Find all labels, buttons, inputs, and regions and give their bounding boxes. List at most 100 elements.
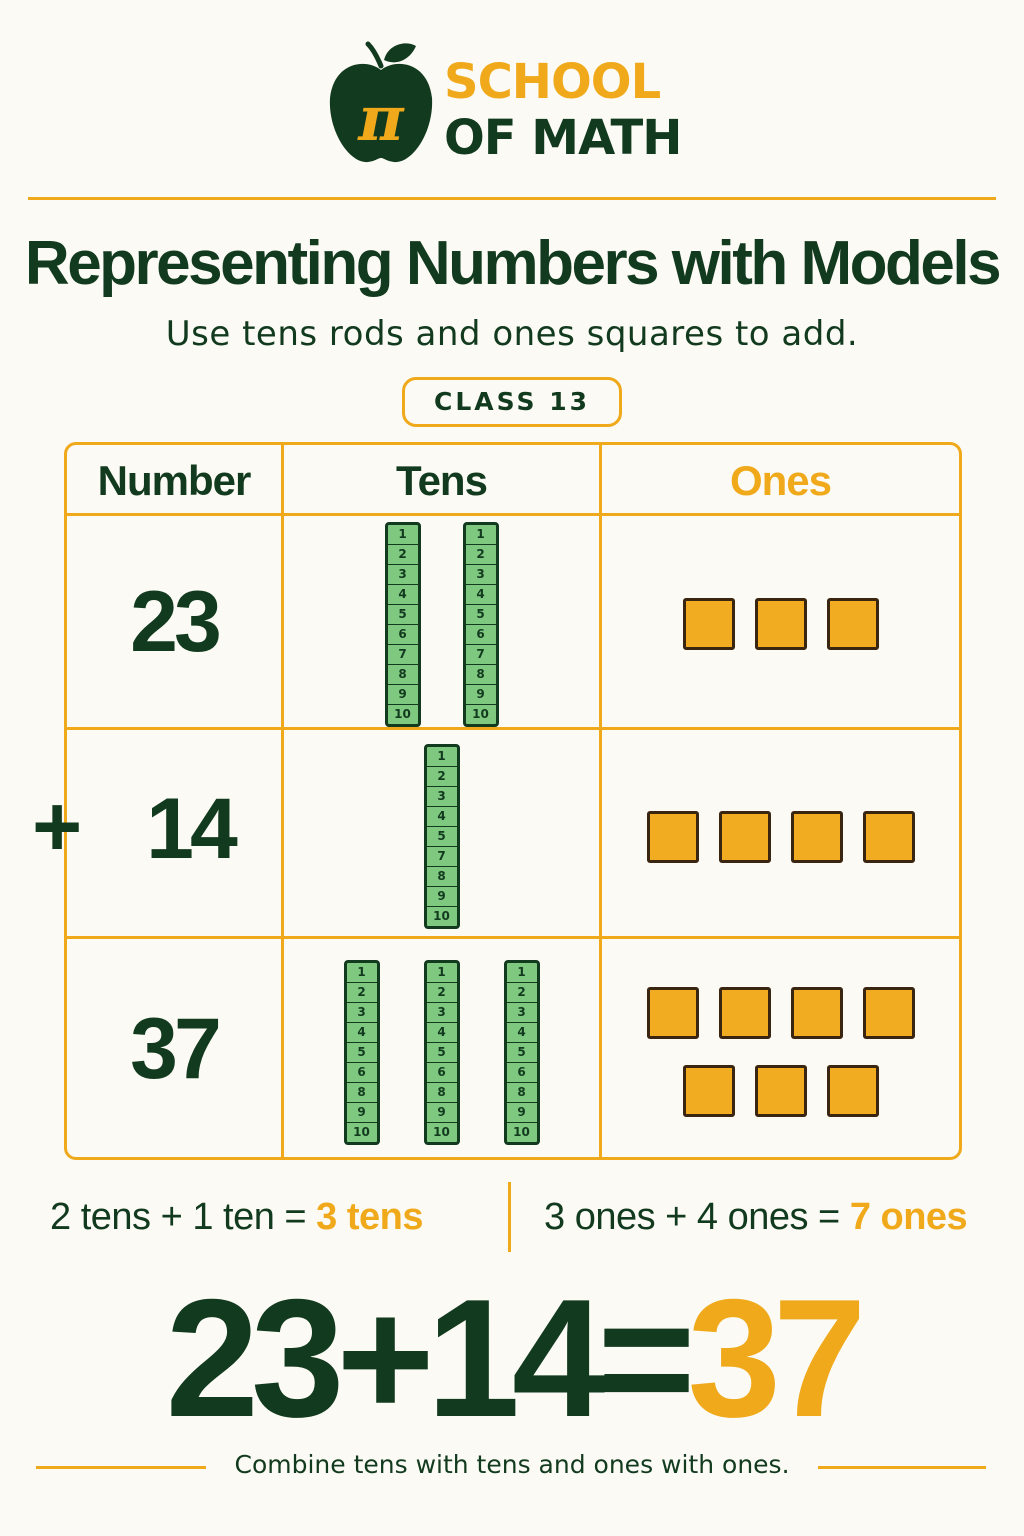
rod-segment: 2 <box>387 545 418 565</box>
equation-plus: + <box>336 1264 434 1452</box>
rod-segment: 5 <box>506 1043 537 1063</box>
ones-square <box>718 810 771 863</box>
ones-square <box>682 598 735 650</box>
logo: π SCHOOL OF MATH <box>326 36 706 166</box>
rod-segment: 1 <box>387 525 418 545</box>
rod-segment: 5 <box>426 1043 457 1063</box>
rod-segment: 4 <box>387 585 418 605</box>
ones-square <box>826 1065 879 1117</box>
brand-name-line1: SCHOOL <box>444 54 661 110</box>
ones-summary-result: 7 ones <box>849 1196 968 1238</box>
tens-summary: 2 tens + 1 ten = 3 tens <box>50 1196 423 1239</box>
ones-square <box>646 987 699 1039</box>
class-badge: CLASS 13 <box>402 377 622 427</box>
tens-summary-text: 2 tens + 1 ten = <box>50 1196 317 1238</box>
rod-segment: 2 <box>426 983 457 1003</box>
ones-square <box>862 987 915 1039</box>
page-title: Representing Numbers with Models <box>24 229 1002 298</box>
rod-segment: 1 <box>465 525 496 545</box>
equation-middle: 14 <box>426 1264 606 1452</box>
rod-segment: 10 <box>433 909 450 924</box>
rod-segment: 8 <box>506 1083 537 1103</box>
footer-rule-left <box>36 1466 206 1469</box>
table-divider <box>599 445 602 1157</box>
header-divider <box>28 197 996 200</box>
plus-operator: + <box>32 779 83 875</box>
rod-segment: 9 <box>465 685 496 705</box>
ones-square <box>646 810 699 863</box>
table-divider <box>67 727 959 730</box>
page-subtitle: Use tens rods and ones squares to add. <box>165 314 859 354</box>
ones-square <box>754 1065 807 1117</box>
rod-segment: 1 <box>346 963 377 983</box>
summary-divider <box>508 1182 511 1252</box>
row-number: 14 <box>146 781 238 877</box>
header-number: Number <box>97 457 252 504</box>
footer-rule-right <box>818 1466 986 1469</box>
rod-segment: 10 <box>433 1124 450 1139</box>
rod-segment: 6 <box>506 1063 537 1083</box>
ones-square <box>754 598 807 650</box>
ones-square <box>826 598 879 650</box>
final-equation: 23+14=37 <box>0 1262 1024 1455</box>
rod-segment: 10 <box>353 1124 370 1139</box>
rod-segment: 1 <box>506 963 537 983</box>
rod-segment: 9 <box>387 685 418 705</box>
rod-segment: 1 <box>426 747 457 768</box>
rod-segment: 3 <box>387 565 418 585</box>
footer-note: Combine tens with tens and ones with one… <box>234 1450 790 1479</box>
rod-segment: 9 <box>346 1103 377 1123</box>
rod-segment: 4 <box>346 1023 377 1043</box>
rod-segment: 10 <box>394 706 411 721</box>
ones-summary-text: 3 ones + 4 ones = <box>544 1196 850 1238</box>
rod-segment: 8 <box>346 1083 377 1103</box>
rod-segment: 3 <box>506 1003 537 1023</box>
brand-name-line2: OF MATH <box>444 110 682 166</box>
rod-segment: 8 <box>426 1083 457 1103</box>
rod-segment: 5 <box>346 1043 377 1063</box>
header-ones: Ones <box>729 457 832 504</box>
table-divider <box>281 445 284 1157</box>
rod-segment: 7 <box>465 645 496 665</box>
rod-segment: 2 <box>465 545 496 565</box>
rod-segment: 9 <box>426 887 457 908</box>
tens-summary-result: 3 tens <box>316 1196 423 1238</box>
rod-segment: 3 <box>426 787 457 808</box>
rod-segment: 4 <box>465 585 496 605</box>
rod-segment: 7 <box>426 847 457 868</box>
rod-segment: 9 <box>506 1103 537 1123</box>
rod-segment: 7 <box>387 645 418 665</box>
rod-segment: 2 <box>506 983 537 1003</box>
rod-segment: 5 <box>426 827 457 848</box>
rod-segment: 3 <box>426 1003 457 1023</box>
rod-segment: 6 <box>426 1063 457 1083</box>
rod-segment: 10 <box>472 706 489 721</box>
rod-segment: 8 <box>387 665 418 685</box>
rod-segment: 6 <box>346 1063 377 1083</box>
ones-square <box>862 810 915 863</box>
rod-segment: 1 <box>426 963 457 983</box>
rod-segment: 5 <box>465 605 496 625</box>
row-number: 23 <box>130 574 222 670</box>
ones-summary: 3 ones + 4 ones = 7 ones <box>544 1196 968 1239</box>
row-number: 37 <box>130 1001 222 1097</box>
ones-square <box>790 987 843 1039</box>
rod-segment: 8 <box>465 665 496 685</box>
rod-segment: 6 <box>387 625 418 645</box>
rod-segment: 3 <box>465 565 496 585</box>
rod-segment: 2 <box>346 983 377 1003</box>
ones-square <box>790 810 843 863</box>
rod-segment: 4 <box>426 807 457 828</box>
rod-segment: 3 <box>346 1003 377 1023</box>
equation-answer: 37 <box>687 1264 867 1452</box>
rod-segment: 4 <box>426 1023 457 1043</box>
rod-segment: 2 <box>426 767 457 788</box>
rod-segment: 5 <box>387 605 418 625</box>
equation-equals: = <box>597 1264 695 1452</box>
rod-segment: 8 <box>426 867 457 888</box>
